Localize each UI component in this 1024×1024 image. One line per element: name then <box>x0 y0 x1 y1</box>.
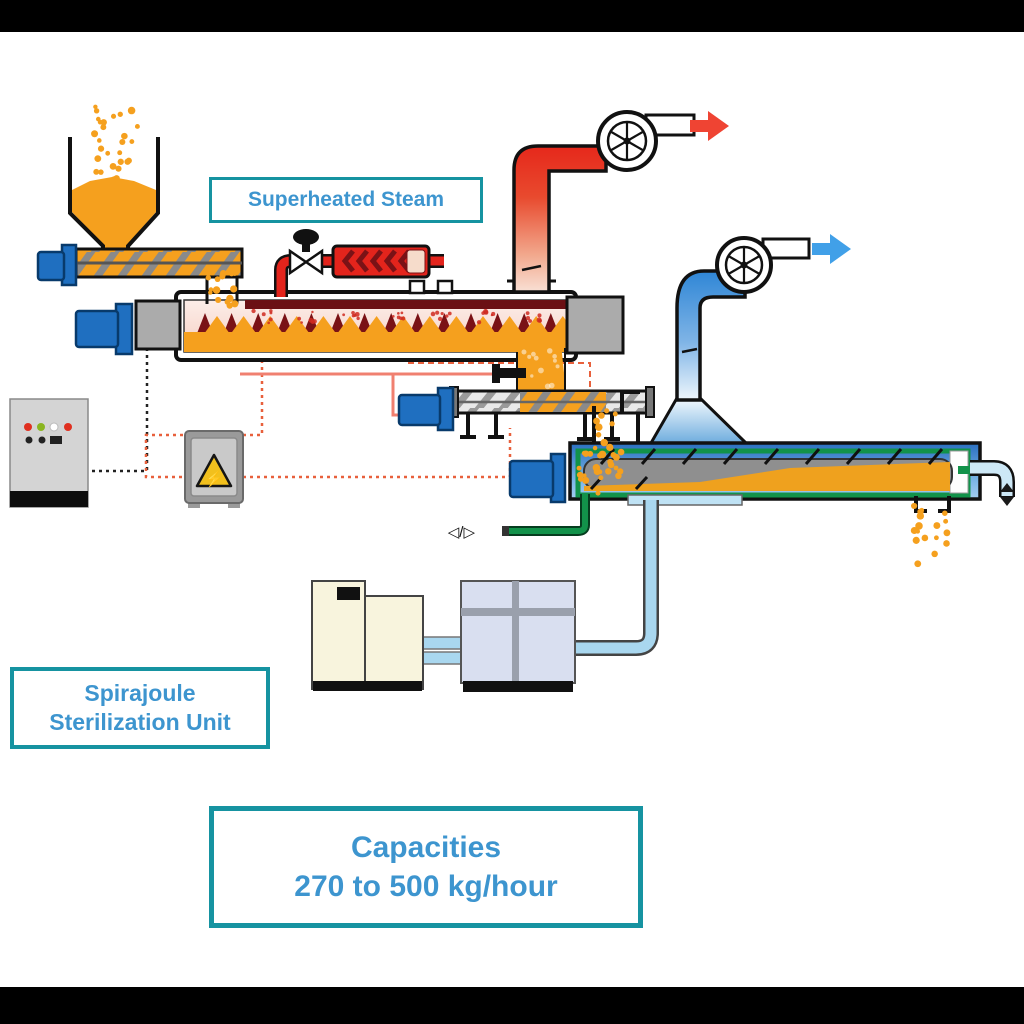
feed-hopper <box>68 137 160 262</box>
unit-name-line2: Sterilization Unit <box>49 709 231 735</box>
drain-icon <box>1000 483 1014 492</box>
vessel-discharge <box>492 334 566 392</box>
discharge-speckles <box>521 348 560 390</box>
letterbox-top <box>0 0 1024 32</box>
warning-triangle-icon <box>195 453 233 488</box>
duct-damper <box>681 347 698 354</box>
flow-valve-icon: ◁/▷ <box>448 524 476 541</box>
vessel-end-block <box>565 295 625 355</box>
control-knob <box>25 436 33 444</box>
steam-speckles <box>251 308 542 325</box>
steam-chevrons <box>341 249 411 273</box>
superheated-steam-text: Superheated Steam <box>247 188 445 211</box>
vessel-top-port2 <box>436 279 454 295</box>
capacities-label: Capacities 270 to 500 kg/hour <box>209 806 643 928</box>
superheated-steam-label: Superheated Steam <box>209 177 483 223</box>
support-legs-left <box>460 413 504 439</box>
indicator-light-red <box>24 423 32 431</box>
valve-actuator <box>293 229 319 245</box>
chute-valve-icon <box>492 364 500 383</box>
transfer-motor <box>397 393 442 427</box>
feed-motor <box>36 250 66 282</box>
compressor-display <box>337 587 360 600</box>
hopper-material <box>72 177 156 261</box>
screw-paddles <box>589 448 944 491</box>
unit-pipe-upper <box>422 636 464 650</box>
utility-units <box>311 500 659 692</box>
capacities-line1: Capacities <box>350 831 502 864</box>
cooling-duct <box>675 269 747 402</box>
transfer-screw-conveyor <box>397 386 655 450</box>
wire-under-vessel <box>408 362 591 392</box>
cool-air-arrow-icon <box>812 234 851 264</box>
unit-name-label: Spirajoule Sterilization Unit <box>10 667 270 749</box>
drive-motor <box>74 309 120 349</box>
control-cabinet <box>9 398 89 508</box>
unit-name-line1: Spirajoule <box>84 680 196 707</box>
unit-pipe-lower <box>422 651 464 665</box>
control-switch <box>50 436 62 444</box>
cooling-air-circuit <box>648 234 851 445</box>
wire-vessel-to-box <box>144 360 264 479</box>
indicator-light-white <box>49 422 59 432</box>
cooling-conveyor: ◁/▷ <box>448 441 1015 541</box>
control-knob2 <box>38 436 46 444</box>
indicator-light-green <box>37 423 45 431</box>
cooling-motor <box>508 459 555 499</box>
heating-element <box>245 300 568 309</box>
drive-coupling <box>134 299 182 351</box>
drain-spout <box>970 462 1013 496</box>
screw-flange-right <box>645 386 655 418</box>
cooler-hood <box>648 396 750 445</box>
exhaust-circuit <box>507 110 729 294</box>
exhaust-riser-duct <box>512 144 608 294</box>
electrical-box: ⚡ <box>184 430 244 508</box>
steam-line <box>274 229 444 297</box>
steam-valve-icon <box>288 248 309 276</box>
hot-air-arrow-icon <box>690 111 729 141</box>
vessel-top-port <box>408 279 426 295</box>
compressor-unit <box>311 580 424 691</box>
conveyor-tray <box>627 494 743 506</box>
water-pipe <box>508 494 588 534</box>
cooler-inlet-chute <box>592 390 640 450</box>
discharge-material <box>516 334 566 392</box>
cooled-material <box>584 462 950 491</box>
feed-screw-conveyor <box>36 243 244 304</box>
material-bed <box>184 332 568 352</box>
capacities-line2: 270 to 500 kg/hour <box>294 870 558 903</box>
chiller-unit <box>460 580 576 692</box>
wire-cabinet-to-drive <box>88 348 149 473</box>
letterbox-bottom <box>0 987 1024 1024</box>
granule-streams <box>91 104 951 568</box>
material-zigzag <box>204 316 576 334</box>
feed-chute <box>205 277 239 304</box>
damper <box>521 264 542 272</box>
lightning-bolt-icon: ⚡ <box>205 470 224 488</box>
coolant-pipe <box>575 500 657 654</box>
indicator-light-red2 <box>64 423 72 431</box>
sterilizer-vessel <box>74 279 625 362</box>
